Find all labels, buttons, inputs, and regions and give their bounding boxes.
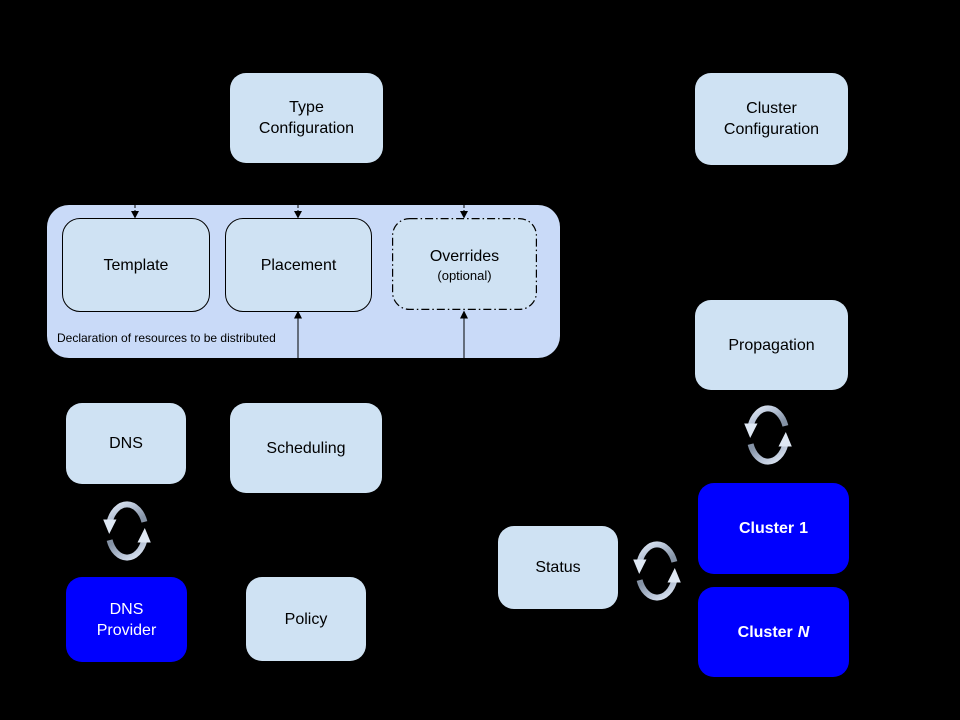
overrides-box: Overrides (optional) bbox=[392, 218, 537, 310]
propagation-sync-icon bbox=[742, 398, 794, 472]
cluster-1-label-prefix: Cluster bbox=[738, 520, 795, 537]
propagation-label: Propagation bbox=[728, 336, 815, 354]
overrides-label: Overrides bbox=[429, 247, 500, 265]
propagation-box: Propagation bbox=[695, 300, 848, 390]
cluster-1-label-suffix: 1 bbox=[799, 520, 809, 537]
scheduling-box: Scheduling bbox=[230, 403, 382, 493]
cluster-n-label-suffix: N bbox=[797, 623, 810, 641]
dashed-arrow-into-template bbox=[131, 205, 139, 219]
policy-box: Policy bbox=[246, 577, 366, 661]
status-box: Status bbox=[498, 526, 618, 609]
declaration-container: Template Placement Overrides (optional) … bbox=[47, 205, 560, 358]
dns-sync-icon bbox=[101, 494, 153, 568]
dashed-arrow-into-placement bbox=[294, 205, 302, 219]
arrow-up-into-placement bbox=[294, 310, 302, 358]
dns-provider-label-line2: Provider bbox=[96, 621, 157, 639]
dns-provider-label-line1: DNS bbox=[109, 600, 144, 618]
template-label: Template bbox=[103, 256, 169, 274]
cluster-configuration-label-line2: Configuration bbox=[723, 121, 820, 138]
placement-box: Placement bbox=[225, 218, 372, 312]
scheduling-label: Scheduling bbox=[266, 439, 346, 457]
policy-label: Policy bbox=[284, 610, 328, 628]
dns-box: DNS bbox=[66, 403, 186, 484]
template-box: Template bbox=[62, 218, 210, 312]
placement-label: Placement bbox=[260, 256, 337, 274]
declaration-caption: Declaration of resources to be distribut… bbox=[57, 331, 276, 345]
status-label: Status bbox=[535, 559, 581, 576]
cluster-n-label-prefix: Cluster bbox=[737, 623, 793, 641]
overrides-optional-note: (optional) bbox=[437, 267, 492, 283]
dns-provider-box: DNS Provider bbox=[66, 577, 187, 662]
type-configuration-label-line2: Configuration bbox=[258, 120, 355, 137]
type-configuration-label-line1: Type bbox=[289, 99, 324, 116]
dns-label: DNS bbox=[109, 435, 143, 452]
dashed-arrow-into-overrides bbox=[460, 205, 468, 219]
arrow-up-into-overrides bbox=[460, 310, 468, 358]
cluster-configuration-box: Cluster Configuration bbox=[695, 73, 848, 165]
type-configuration-box: Type Configuration bbox=[230, 73, 383, 163]
cluster-configuration-label-line1: Cluster bbox=[746, 100, 797, 117]
status-sync-icon bbox=[631, 534, 683, 608]
